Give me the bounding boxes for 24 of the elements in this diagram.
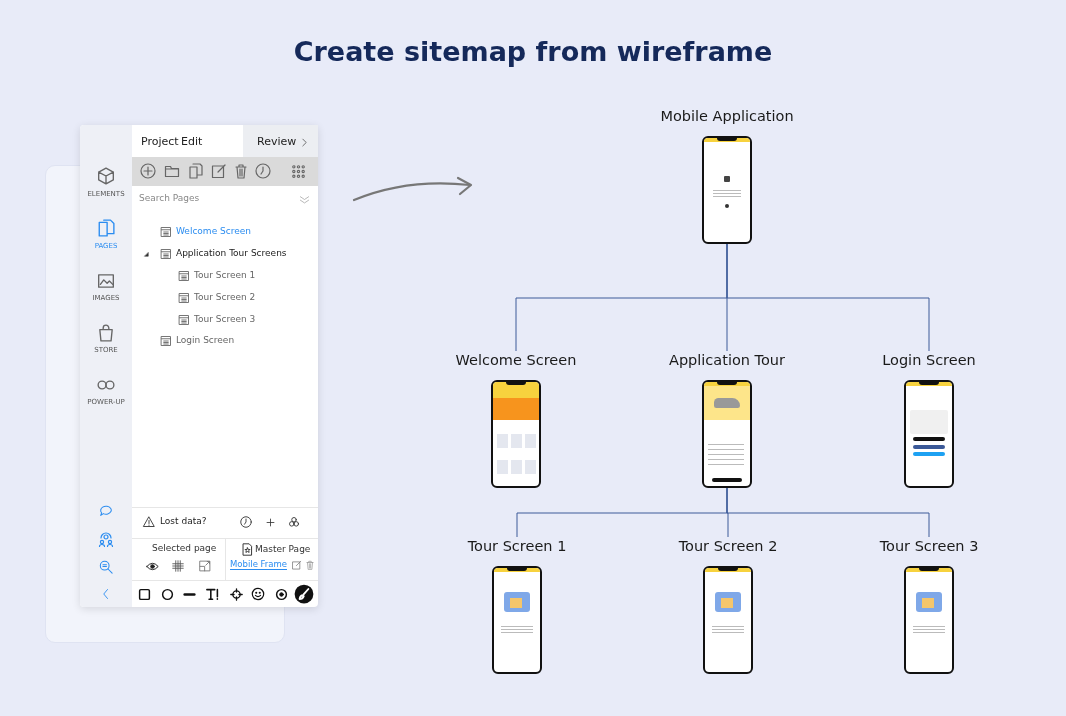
screen-heading: Welcome Screen xyxy=(455,351,577,369)
screen-heading: Tour Screen 2 xyxy=(678,537,778,555)
screen-heading: Tour Screen 1 xyxy=(467,537,567,555)
page-tree-item: Tour Screen 1 xyxy=(194,270,256,281)
page-tree-item: Application Tour Screens xyxy=(176,248,287,259)
page-tree-item: Welcome Screen xyxy=(176,226,251,237)
connector-line xyxy=(726,243,930,352)
text-label: Master Page xyxy=(255,544,311,555)
menu-item: Review xyxy=(257,135,297,149)
screen-heading: Tour Screen 3 xyxy=(879,537,979,555)
text-label: Selected page xyxy=(152,543,217,554)
menu-item: Edit xyxy=(181,135,203,149)
search-field: Search Pages xyxy=(139,193,289,204)
menu-item: Project xyxy=(141,135,179,149)
page-tree-item: Tour Screen 3 xyxy=(194,314,256,325)
link: Mobile Frame xyxy=(230,559,288,571)
screen-heading: Application Tour xyxy=(668,351,785,369)
connector-line xyxy=(726,487,930,538)
page-tree-item: Tour Screen 2 xyxy=(194,292,256,303)
title: Create sitemap from wireframe xyxy=(292,36,774,69)
screen-heading: Mobile Application xyxy=(660,107,794,125)
page-tree-item: Login Screen xyxy=(176,335,235,346)
screen-heading: Login Screen xyxy=(882,351,976,369)
text-label: Lost data? xyxy=(160,516,207,527)
